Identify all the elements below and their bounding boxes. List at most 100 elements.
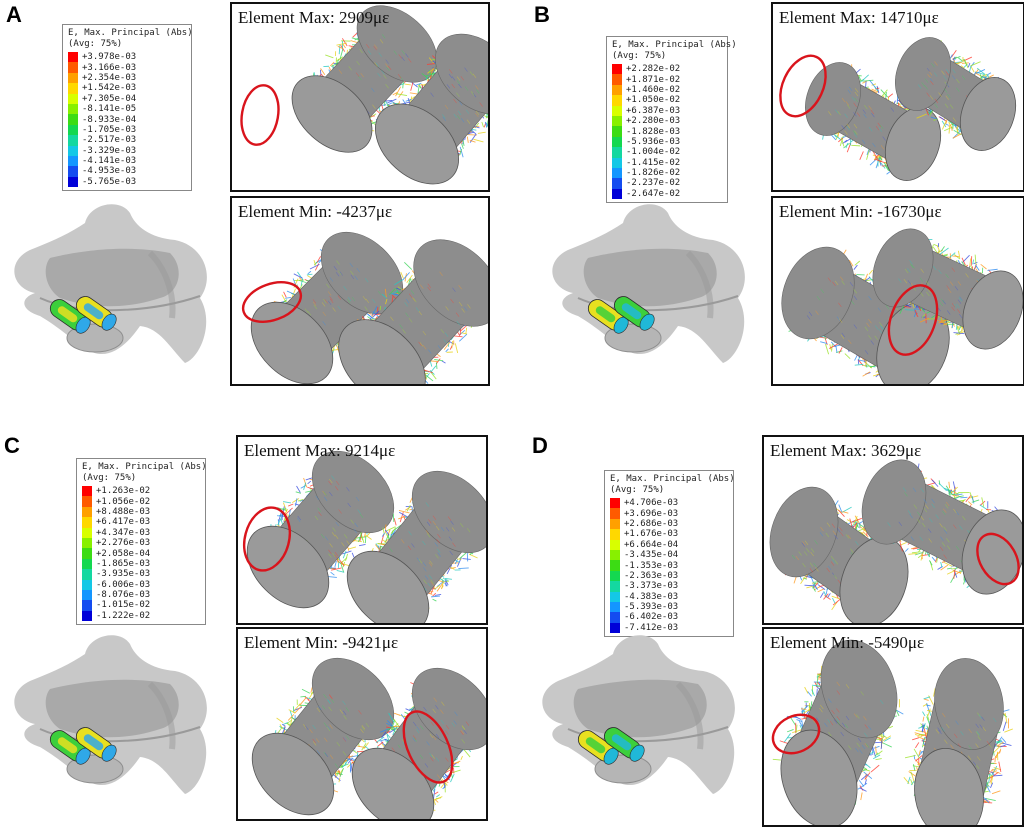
legend-row: +2.354e-03: [68, 73, 186, 83]
legend-row: +1.263e-02: [82, 486, 200, 496]
legend-swatch: [610, 540, 620, 550]
legend-value: +2.686e-03: [624, 519, 678, 529]
legend-value: -4.141e-03: [82, 156, 136, 166]
legend-row: +2.280e-03: [612, 116, 722, 126]
skull-silhouette: [552, 204, 745, 363]
legend-row: -5.765e-03: [68, 177, 186, 187]
legend-value: +6.417e-03: [96, 517, 150, 527]
legend-swatch: [610, 581, 620, 591]
legend-value: -6.006e-03: [96, 580, 150, 590]
legend-value: -5.765e-03: [82, 177, 136, 187]
legend-swatch: [68, 166, 78, 176]
legend-value: -3.435e-04: [624, 550, 678, 560]
legend-swatch: [82, 538, 92, 548]
legend-value: +4.706e-03: [624, 498, 678, 508]
panel-b: B E, Max. Principal (Abs) (Avg: 75%) +2.…: [512, 0, 1024, 413]
legend-swatch: [82, 496, 92, 506]
legend-value: -5.393e-03: [624, 602, 678, 612]
legend-subtitle: (Avg: 75%): [82, 473, 200, 484]
legend-value: -1.826e-02: [626, 168, 680, 178]
legend-value: +1.263e-02: [96, 486, 150, 496]
legend-value: -1.353e-03: [624, 561, 678, 571]
legend-swatch: [612, 116, 622, 126]
element-min-label: Element Min: -16730με: [779, 202, 942, 222]
legend-value: +6.387e-03: [626, 106, 680, 116]
legend-swatch: [68, 52, 78, 62]
legend-value: -6.402e-03: [624, 612, 678, 622]
skull-model: [528, 629, 748, 804]
legend-swatch: [610, 550, 620, 560]
implant-vector-plot: [764, 437, 1022, 623]
panel-c: C E, Max. Principal (Abs) (Avg: 75%) +1.…: [0, 413, 512, 826]
legend-swatch: [610, 571, 620, 581]
legend-swatch: [68, 177, 78, 187]
element-min-view: Element Min: -16730με: [771, 196, 1024, 386]
legend-swatch: [82, 517, 92, 527]
panel-d: D E, Max. Principal (Abs) (Avg: 75%) +4.…: [512, 413, 1024, 826]
panel-a: A E, Max. Principal (Abs) (Avg: 75%) +3.…: [0, 0, 512, 413]
element-min-view: Element Min: -4237με: [230, 196, 490, 386]
legend-value: -8.141e-05: [82, 104, 136, 114]
legend-row: -6.006e-03: [82, 580, 200, 590]
legend-value: +2.354e-03: [82, 73, 136, 83]
legend-row: +6.387e-03: [612, 106, 722, 116]
element-max-view: Element Max: 14710με: [771, 2, 1024, 192]
legend-value: +4.347e-03: [96, 528, 150, 538]
legend-row: -1.415e-02: [612, 158, 722, 168]
legend-row: -1.015e-02: [82, 600, 200, 610]
panel-label: D: [532, 433, 548, 459]
legend-swatch: [68, 125, 78, 135]
legend-value: -8.933e-04: [82, 115, 136, 125]
legend-value: +1.460e-02: [626, 85, 680, 95]
legend-value: +3.166e-03: [82, 63, 136, 73]
strain-legend: E, Max. Principal (Abs) (Avg: 75%) +4.70…: [604, 470, 734, 637]
legend-row: +8.488e-03: [82, 507, 200, 517]
legend-swatch: [612, 74, 622, 84]
legend-value: -4.953e-03: [82, 166, 136, 176]
element-min-view: Element Min: -5490με: [762, 627, 1024, 827]
legend-row: -1.705e-03: [68, 125, 186, 135]
legend-value: +1.542e-03: [82, 83, 136, 93]
legend-title: E, Max. Principal (Abs): [612, 40, 722, 51]
legend-title: E, Max. Principal (Abs): [610, 474, 728, 485]
legend-swatch: [68, 135, 78, 145]
legend-swatch: [82, 486, 92, 496]
legend-subtitle: (Avg: 75%): [610, 485, 728, 496]
legend-swatch: [68, 156, 78, 166]
legend-row: +1.542e-03: [68, 83, 186, 93]
legend-value: +2.058e-04: [96, 549, 150, 559]
legend-swatch: [82, 507, 92, 517]
legend-value: +1.871e-02: [626, 75, 680, 85]
legend-row: +1.050e-02: [612, 95, 722, 105]
skull-silhouette: [14, 204, 207, 363]
implant-vector-plot: [232, 198, 488, 384]
element-max-view: Element Max: 9214με: [236, 435, 488, 625]
legend-title: E, Max. Principal (Abs): [82, 462, 200, 473]
implant-vector-plot: [764, 629, 1022, 825]
legend-row: -3.435e-04: [610, 550, 728, 560]
legend-row: -1.828e-03: [612, 126, 722, 136]
element-max-label: Element Max: 2909με: [238, 8, 389, 28]
element-max-label: Element Max: 9214με: [244, 441, 395, 461]
legend-swatch: [82, 580, 92, 590]
legend-value: -1.705e-03: [82, 125, 136, 135]
legend-value: -3.373e-03: [624, 581, 678, 591]
element-max-label: Element Max: 14710με: [779, 8, 939, 28]
panel-label: A: [6, 2, 22, 28]
skull-silhouette: [542, 635, 735, 794]
legend-value: +2.282e-02: [626, 64, 680, 74]
legend-value: +1.676e-03: [624, 529, 678, 539]
legend-value: -1.828e-03: [626, 127, 680, 137]
legend-row: -5.936e-03: [612, 137, 722, 147]
legend-row: +2.058e-04: [82, 548, 200, 558]
legend-row: +6.417e-03: [82, 517, 200, 527]
legend-swatch: [610, 592, 620, 602]
legend-value: -2.363e-03: [624, 571, 678, 581]
legend-swatch: [68, 104, 78, 114]
legend-value: +1.056e-02: [96, 497, 150, 507]
legend-swatch: [612, 158, 622, 168]
legend-swatch: [612, 64, 622, 74]
legend-row: -4.953e-03: [68, 166, 186, 176]
legend-row: -1.353e-03: [610, 560, 728, 570]
legend-value: -2.517e-03: [82, 135, 136, 145]
